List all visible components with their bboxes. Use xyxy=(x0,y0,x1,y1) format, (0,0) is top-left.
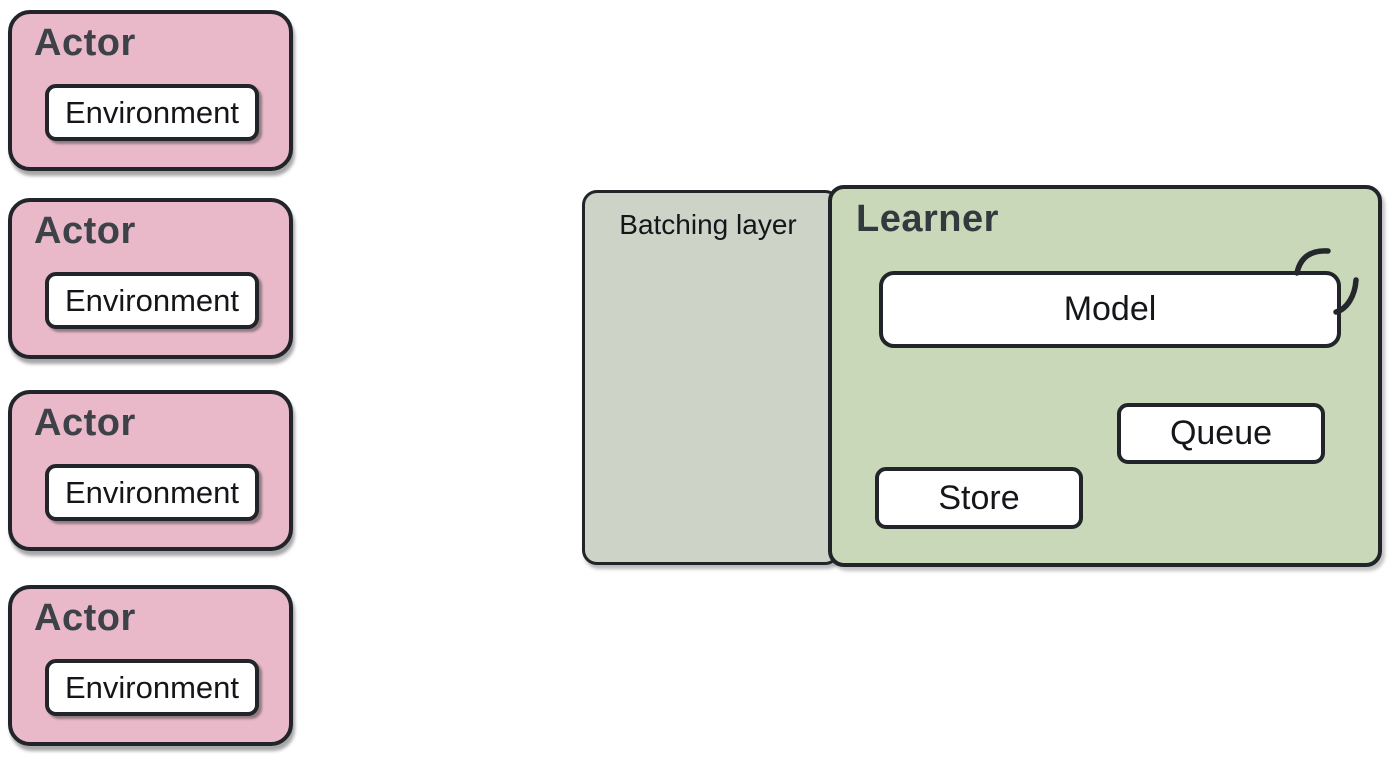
environment-label: Environment xyxy=(64,669,240,705)
batching-layer-box: Batching layer xyxy=(582,190,840,565)
environment-box: Environment xyxy=(45,464,259,521)
queue-box: Queue xyxy=(1117,403,1325,464)
model-box: Model xyxy=(879,271,1341,348)
actor-title: Actor xyxy=(34,402,136,444)
environment-box: Environment xyxy=(45,659,259,716)
learner-box: Learner Model Queue Store xyxy=(828,185,1382,567)
queue-label: Queue xyxy=(1169,414,1273,452)
environment-box: Environment xyxy=(45,272,259,329)
environment-label: Environment xyxy=(64,94,240,130)
actor-box: Actor Environment xyxy=(8,198,293,359)
store-label: Store xyxy=(938,478,1020,517)
actor-box: Actor Environment xyxy=(8,390,293,551)
actor-box: Actor Environment xyxy=(8,10,293,171)
model-label: Model xyxy=(1063,290,1157,328)
batching-layer-label: Batching layer xyxy=(619,209,797,240)
store-box: Store xyxy=(875,467,1083,529)
actor-title: Actor xyxy=(34,210,136,252)
environment-label: Environment xyxy=(64,282,240,318)
learner-title: Learner xyxy=(856,198,999,240)
actor-title: Actor xyxy=(34,597,136,639)
actor-title: Actor xyxy=(34,22,136,64)
environment-box: Environment xyxy=(45,84,259,141)
environment-label: Environment xyxy=(64,474,240,510)
actor-box: Actor Environment xyxy=(8,585,293,746)
